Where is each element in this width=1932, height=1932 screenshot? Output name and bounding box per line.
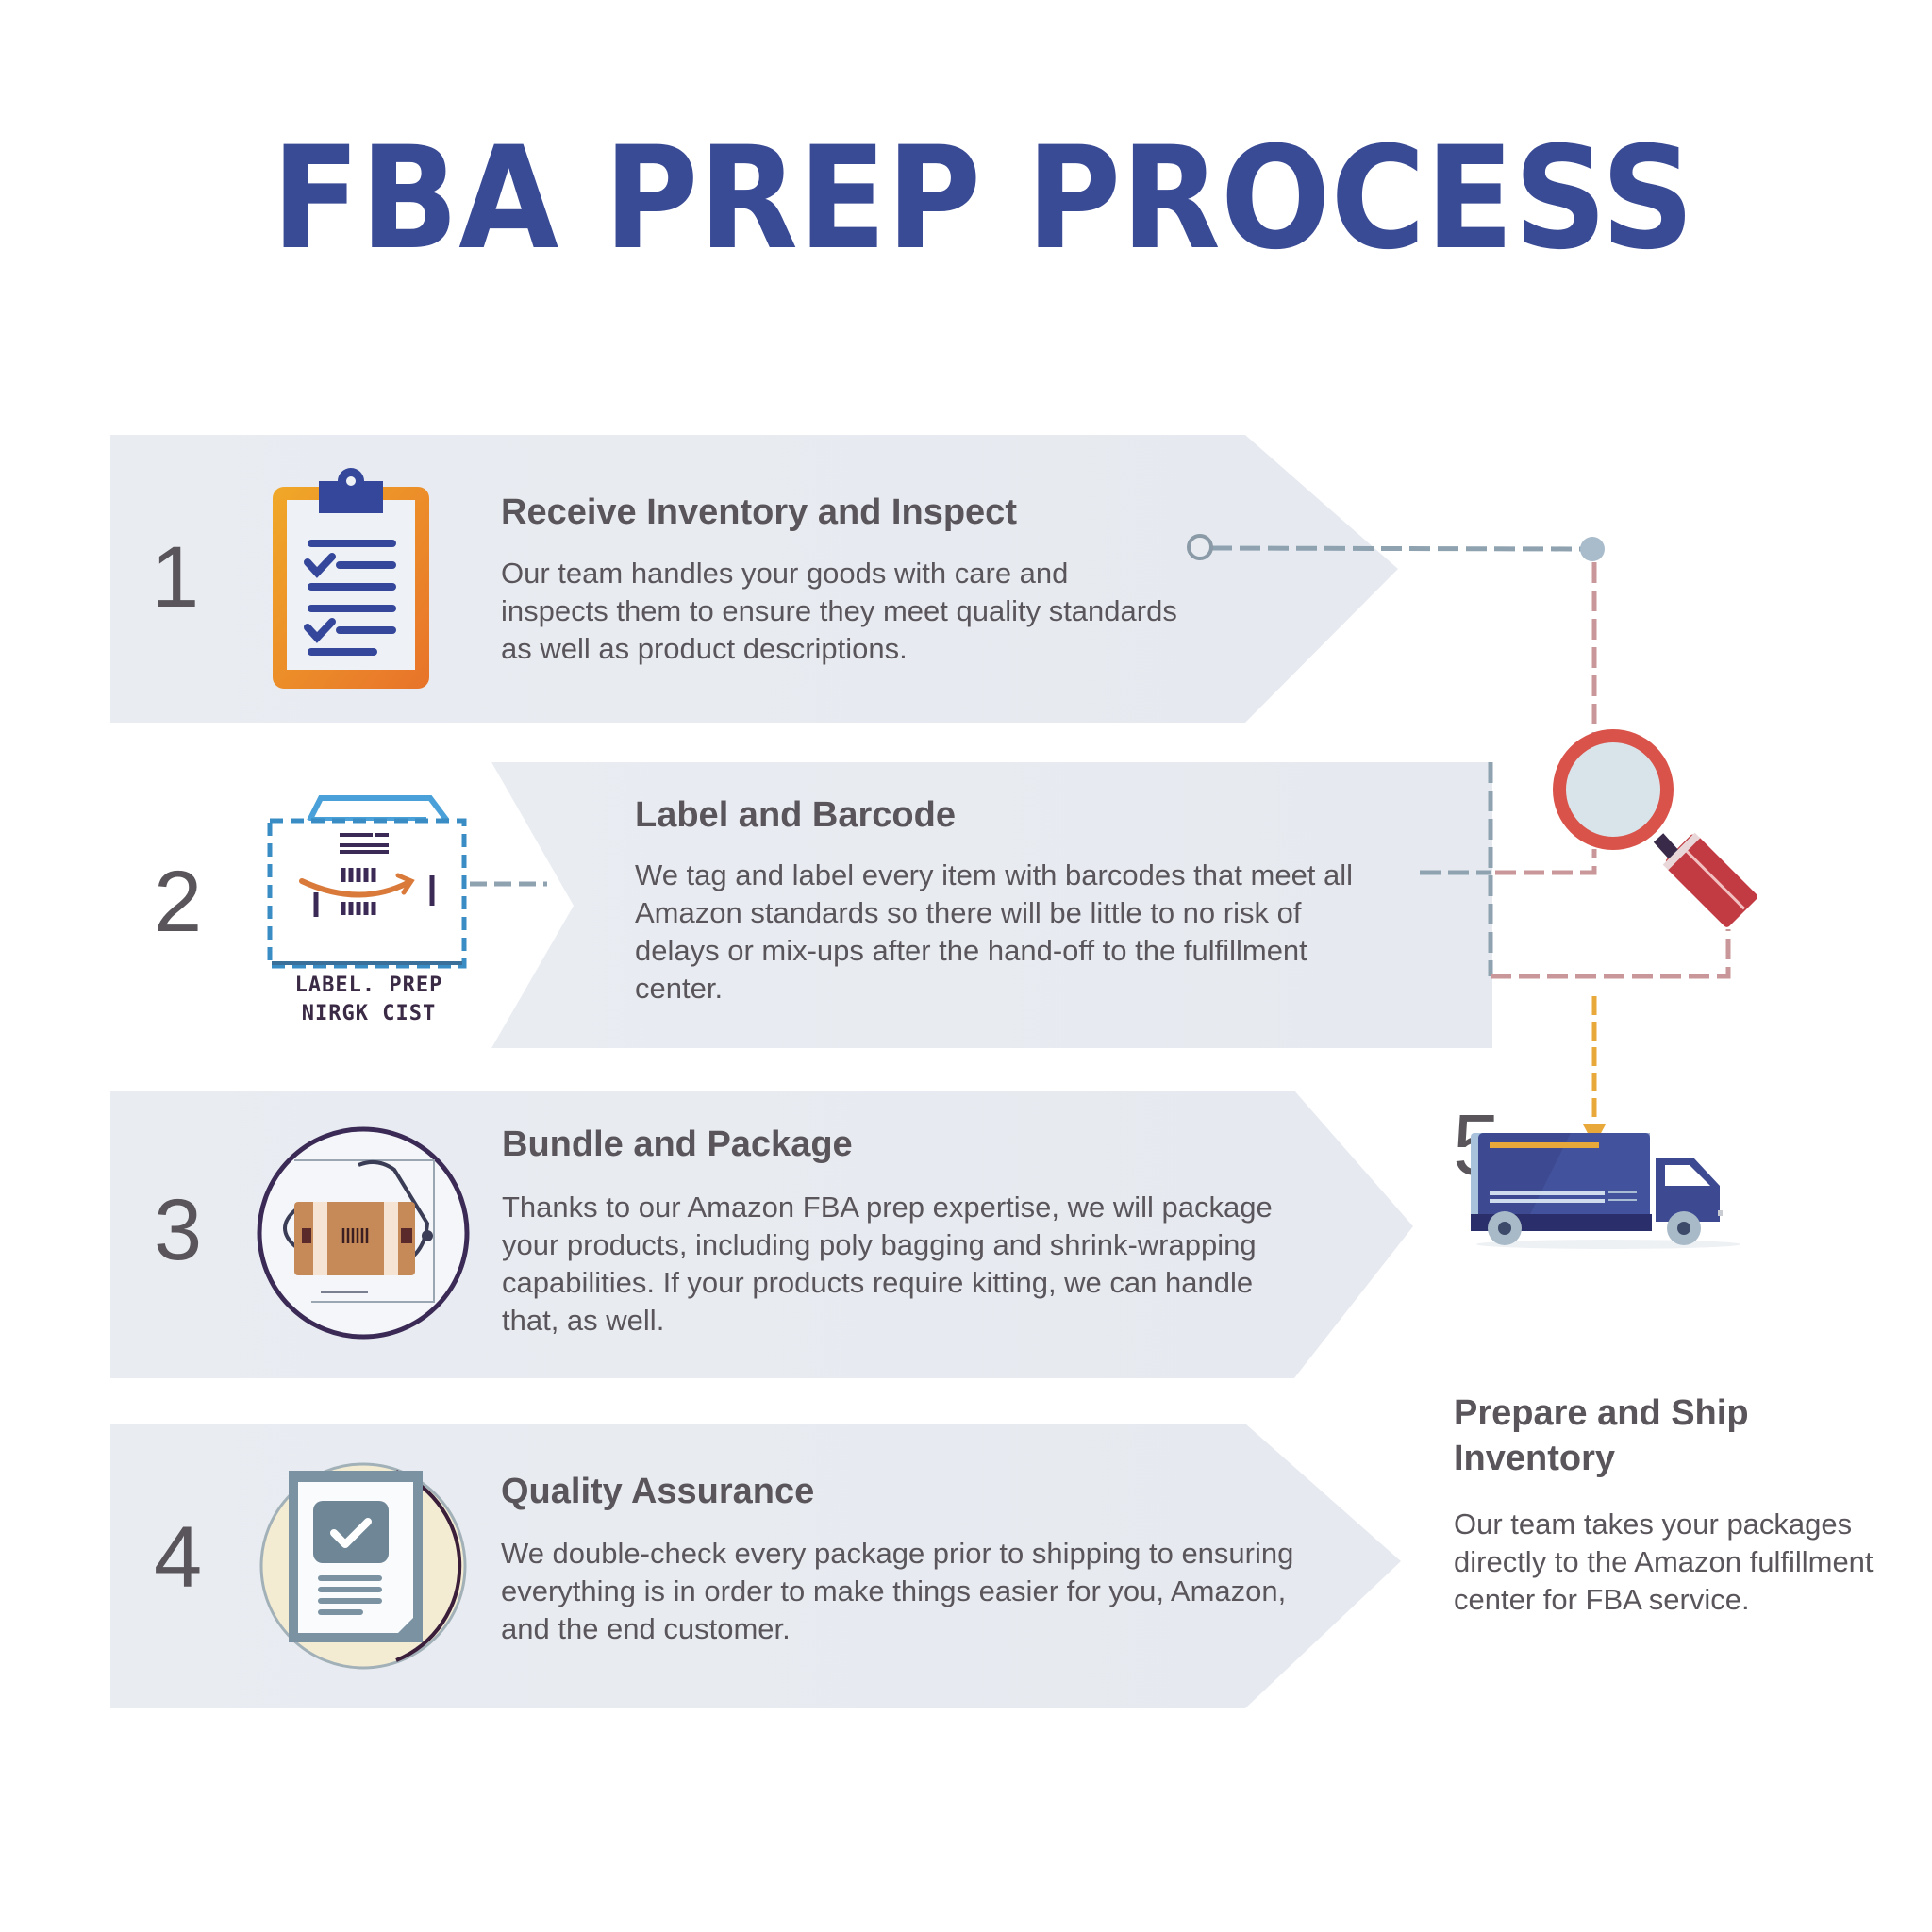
step-4-number: 4 bbox=[154, 1509, 203, 1606]
icon-label-line-1: LABEL. PREP bbox=[294, 974, 443, 997]
connector-step1 bbox=[1210, 545, 1582, 552]
step-3-title: Bundle and Package bbox=[502, 1124, 853, 1164]
step-5-title: Prepare and Ship Inventory bbox=[1454, 1391, 1749, 1481]
title-layer: FBA PREP PROCESS bbox=[272, 117, 1694, 281]
connector-junction-node bbox=[1580, 537, 1605, 561]
step-3-number: 3 bbox=[154, 1182, 203, 1278]
connector-start-node bbox=[1187, 534, 1213, 560]
page-title: FBA PREP PROCESS bbox=[272, 117, 1694, 281]
step-4-description: We double-check every package prior to s… bbox=[501, 1537, 1294, 1645]
step-1-band bbox=[110, 435, 1398, 723]
icon-label-line-2: NIRGK CIST bbox=[301, 1002, 437, 1025]
connector-step2-to-magnifier bbox=[1495, 849, 1597, 875]
step-4-title: Quality Assurance bbox=[501, 1472, 815, 1511]
label-box-icon bbox=[267, 795, 467, 969]
step-5-description: Our team takes your packages directly to… bbox=[1454, 1507, 1874, 1616]
step-5-title-line-2: Inventory bbox=[1454, 1439, 1616, 1478]
icon-label-text: LABEL. PREP NIRGK CIST bbox=[264, 972, 474, 1028]
step-2-title: Label and Barcode bbox=[635, 795, 956, 835]
package-box-icon bbox=[257, 1126, 470, 1340]
document-check-icon bbox=[259, 1462, 467, 1670]
step-2-description: We tag and label every item with barcode… bbox=[635, 858, 1354, 1005]
clipboard-checklist-icon bbox=[273, 468, 429, 689]
step-5-title-line-1: Prepare and Ship bbox=[1454, 1393, 1749, 1433]
step-2-number: 2 bbox=[154, 854, 203, 950]
step-1-description: Our team handles your goods with care an… bbox=[501, 557, 1177, 665]
step-1-title: Receive Inventory and Inspect bbox=[501, 492, 1017, 532]
delivery-truck-icon bbox=[1471, 1133, 1740, 1249]
step-1-number: 1 bbox=[151, 529, 200, 625]
step-2-band bbox=[491, 762, 1492, 1048]
step-3-description: Thanks to our Amazon FBA prep expertise,… bbox=[502, 1191, 1273, 1337]
magnifier-icon bbox=[1553, 729, 1757, 927]
connector-bottom-loop bbox=[1491, 929, 1731, 979]
